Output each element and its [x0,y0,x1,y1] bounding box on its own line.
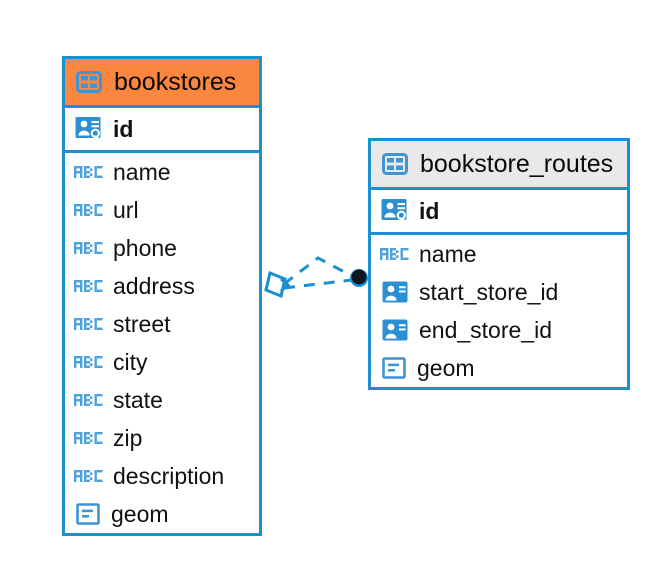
abc-text-icon [74,313,104,335]
entity-title-bookstores: bookstores [114,67,237,96]
primary-key-icon [74,114,104,144]
field-label-name: name [419,240,477,267]
abc-text-icon [74,389,104,411]
field-row-phone[interactable]: phone [65,229,259,267]
field-row-start-store-id[interactable]: start_store_id [371,273,627,311]
abc-text-icon [74,427,104,449]
entity-title-bookstore-routes: bookstore_routes [420,149,614,178]
relationship-line-end-store[interactable] [283,278,353,290]
field-row-url[interactable]: url [65,191,259,229]
field-label-start-store-id: start_store_id [419,278,559,305]
field-label-end-store-id: end_store_id [419,316,552,343]
field-row-id[interactable]: id [65,108,259,153]
field-label-geom: geom [417,354,475,381]
field-row-description[interactable]: description [65,457,259,495]
table-icon [74,69,104,95]
entity-table-bookstores[interactable]: bookstores id [62,56,262,536]
field-row-end-store-id[interactable]: end_store_id [371,311,627,349]
field-label-city: city [113,348,148,375]
field-label-geom: geom [111,500,169,527]
field-label-phone: phone [113,234,177,261]
field-label-zip: zip [113,424,143,451]
field-label-address: address [113,272,195,299]
primary-key-icon [380,196,410,226]
field-row-geom[interactable]: geom [371,349,627,387]
field-label-state: state [113,386,163,413]
field-row-street[interactable]: street [65,305,259,343]
geometry-icon [380,355,408,381]
entity-header-bookstore-routes[interactable]: bookstore_routes [371,141,627,190]
entity-header-bookstores[interactable]: bookstores [65,59,259,108]
abc-text-icon [74,275,104,297]
field-row-address[interactable]: address [65,267,259,305]
field-row-zip[interactable]: zip [65,419,259,457]
table-icon [380,151,410,177]
field-label-name: name [113,158,171,185]
relationship-line-start-store[interactable] [283,256,355,286]
field-row-id[interactable]: id [371,190,627,235]
field-label-id: id [419,197,440,224]
abc-text-icon [74,465,104,487]
field-label-id: id [113,115,134,142]
relationship-source-marker-icon [264,270,291,299]
field-row-state[interactable]: state [65,381,259,419]
field-row-name[interactable]: name [65,153,259,191]
field-row-city[interactable]: city [65,343,259,381]
field-label-description: description [113,462,225,489]
field-row-name[interactable]: name [371,235,627,273]
field-label-street: street [113,310,171,337]
field-label-url: url [113,196,139,223]
entity-table-bookstore-routes[interactable]: bookstore_routes id [368,138,630,390]
abc-text-icon [74,161,104,183]
abc-text-icon [74,351,104,373]
relationship-target-marker-icon [350,269,368,287]
geometry-icon [74,501,102,527]
abc-text-icon [74,237,104,259]
abc-text-icon [380,243,410,265]
field-row-geom[interactable]: geom [65,495,259,533]
foreign-key-icon [380,317,410,344]
abc-text-icon [74,199,104,221]
foreign-key-icon [380,279,410,306]
